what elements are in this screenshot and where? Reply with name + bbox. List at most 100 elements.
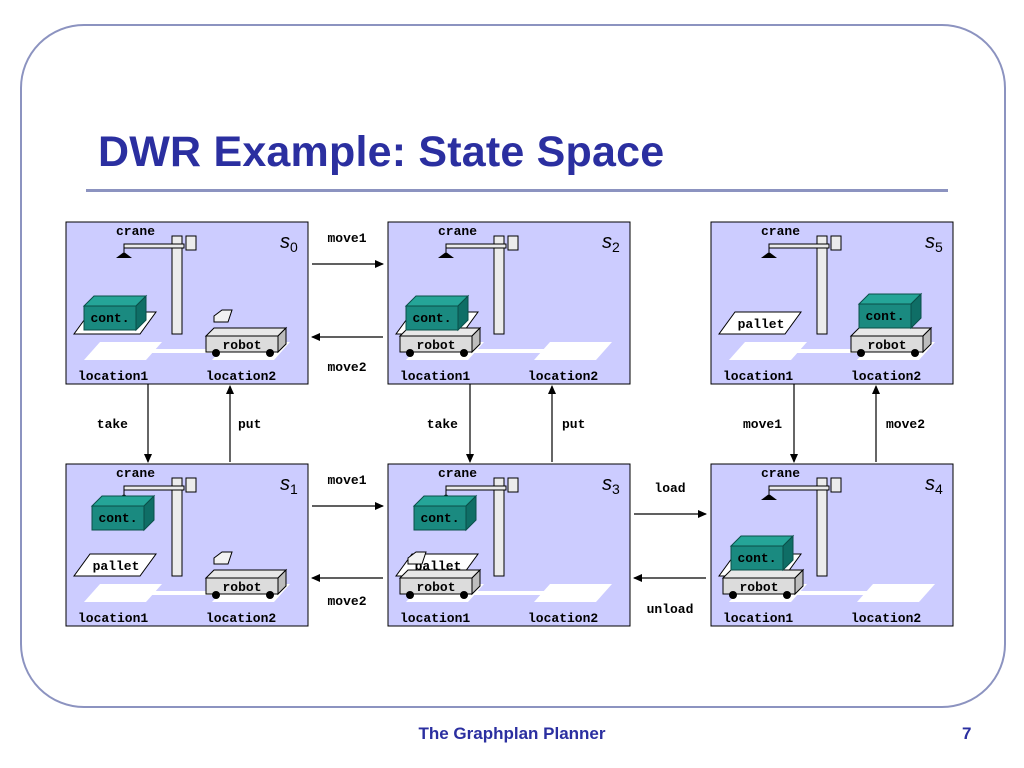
state-letter: s [280, 473, 290, 495]
crane-s5-counterweight [830, 235, 842, 251]
arrow-label-put-s3-s2: put [562, 417, 585, 432]
robot-s3-wheel-left [406, 591, 414, 599]
transition-s2-s3: take [427, 384, 474, 463]
transition-s1-s0: put [226, 385, 261, 462]
arrow-label-move2-s3-s1: move2 [327, 594, 366, 609]
container-s4-top [729, 535, 795, 547]
crane-s2-mast [493, 235, 505, 335]
container-s4-label: cont. [737, 551, 776, 566]
crane-s0-jib [123, 243, 185, 249]
crane-s5-jib [768, 243, 830, 249]
container-s2-top [404, 295, 470, 307]
slide-frame [20, 24, 1006, 708]
location2-label-s1: location2 [206, 611, 276, 626]
crane-s3-mast [493, 477, 505, 577]
pallet-s1-label: pallet [93, 559, 140, 574]
crane-s2-jib [445, 243, 507, 249]
crane-s1-counterweight [185, 477, 197, 493]
container-s5-front [858, 303, 912, 329]
state-letter: s [602, 231, 612, 253]
crane-s3-jib [445, 485, 507, 491]
crane-s4-hook [761, 494, 777, 500]
page-number: 7 [962, 724, 972, 743]
robot-s5-wheel-right [911, 349, 919, 357]
transition-s2-s0: move2 [311, 333, 383, 375]
location2-floor-s4 [857, 584, 935, 602]
arrow-label-load-s3-s4: load [654, 481, 685, 496]
location2-label-s5: location2 [851, 369, 921, 384]
location2-label-s2: location2 [528, 369, 598, 384]
arrow-label-put-s1-s0: put [238, 417, 261, 432]
location2-label-s3: location2 [528, 611, 598, 626]
state-label-s1: s1 [280, 473, 298, 497]
transition-s5-s4: move1 [743, 384, 798, 463]
crane-s5-hook [761, 252, 777, 258]
road-s3 [468, 591, 548, 595]
state-subscript: 0 [290, 239, 298, 255]
crane-s1-jib [123, 485, 185, 491]
arrow-label-move2-s4-s5: move2 [886, 417, 925, 432]
crane-s2-label: crane [438, 224, 477, 239]
robot-s5-wheel-left [857, 349, 865, 357]
robot-s3-label: robot [416, 580, 455, 595]
arrow-label-take-s2-s3: take [427, 417, 458, 432]
location1-label-s1: location1 [78, 611, 148, 626]
robot-s1-cab [213, 551, 233, 565]
robot-s5-top [849, 327, 933, 337]
location2-label-s0: location2 [206, 369, 276, 384]
robot-s3-body [399, 577, 473, 595]
container-s3-top [412, 495, 478, 507]
container-s5-top [857, 293, 923, 305]
pallet-s5-label: pallet [738, 317, 785, 332]
robot-s5-label: robot [867, 338, 906, 353]
container-s2-label: cont. [412, 311, 451, 326]
robot-s0-wheel-left [212, 349, 220, 357]
container-s0-label: cont. [90, 311, 129, 326]
crane-s3-label: crane [438, 466, 477, 481]
robot-s1-label: robot [222, 580, 261, 595]
arrow-label-unload-s4-s3: unload [647, 602, 694, 617]
transition-s3-s2: put [548, 385, 585, 462]
container-s4-front [730, 545, 784, 571]
location2-label-s4: location2 [851, 611, 921, 626]
robot-s4-wheel-right [783, 591, 791, 599]
pallet-s1 [73, 553, 157, 577]
crane-s1-label: crane [116, 466, 155, 481]
crane-s5-mast [816, 235, 828, 335]
state-label-s4: s4 [925, 473, 943, 497]
state-subscript: 1 [290, 481, 298, 497]
robot-s0-cab [213, 309, 233, 323]
location1-floor-s0 [84, 342, 162, 360]
arrow-label-move1-s5-s4: move1 [743, 417, 782, 432]
state-subscript: 5 [935, 239, 943, 255]
road-s2 [468, 349, 548, 353]
crane-s0-counterweight [185, 235, 197, 251]
robot-s1-top [204, 569, 288, 579]
location2-floor-s3 [534, 584, 612, 602]
state-s4: cranes4location1location2palletrobotcont… [710, 463, 954, 627]
container-s1-front [91, 505, 145, 531]
container-s0-front [83, 305, 137, 331]
transition-s4-s5: move2 [872, 385, 925, 462]
pallet-s5 [718, 311, 802, 335]
location1-label-s0: location1 [78, 369, 148, 384]
state-subscript: 3 [612, 481, 620, 497]
robot-s4-top [721, 569, 805, 579]
transition-s3-s4: load [634, 481, 707, 518]
footer-title: The Graphplan Planner [418, 724, 606, 743]
state-letter: s [280, 231, 290, 253]
location1-floor-s1 [84, 584, 162, 602]
robot-s0-top [204, 327, 288, 337]
robot-s4-label: robot [739, 580, 778, 595]
road-s1 [146, 591, 226, 595]
slide-title: DWR Example: State Space [98, 128, 665, 176]
location1-label-s4: location1 [723, 611, 793, 626]
state-label-s0: s0 [280, 231, 298, 255]
arrow-label-move1-s0-s2: move1 [327, 231, 366, 246]
road-s0 [146, 349, 226, 353]
state-label-s3: s3 [602, 473, 620, 497]
